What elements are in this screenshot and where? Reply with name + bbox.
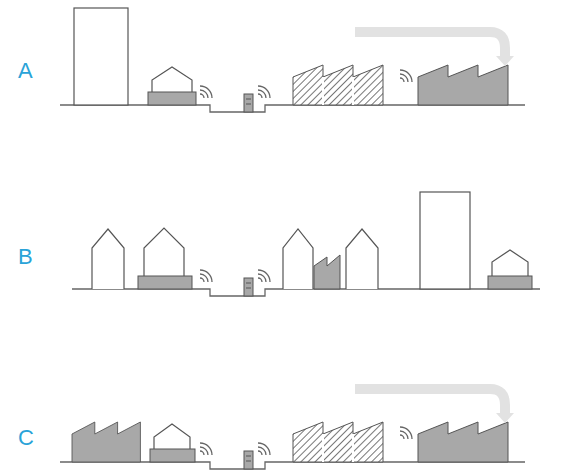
house	[154, 424, 190, 449]
tall-building	[74, 8, 128, 105]
house	[346, 229, 378, 289]
row-b-scene	[72, 192, 540, 296]
shop-base	[488, 276, 532, 289]
wireless-signal	[258, 270, 270, 282]
emission-arrow	[355, 389, 514, 423]
shop-base	[138, 276, 192, 289]
row-a-scene	[60, 8, 525, 112]
emission-arrow	[355, 32, 514, 66]
wireless-signal	[258, 443, 270, 455]
row-label: A	[18, 60, 33, 82]
wireless-signal	[400, 427, 412, 439]
house	[283, 229, 313, 289]
house	[92, 229, 124, 289]
factory	[72, 422, 140, 462]
shop-base	[148, 92, 196, 105]
house	[492, 250, 528, 276]
factory	[418, 422, 508, 462]
house	[144, 228, 184, 276]
wireless-signal	[200, 443, 212, 455]
antenna-tower	[244, 94, 253, 112]
hatched-factory	[293, 65, 383, 105]
wireless-signal	[200, 86, 212, 98]
shop-base	[150, 449, 195, 462]
ground-line	[72, 289, 540, 296]
row-label: B	[18, 246, 33, 268]
factory	[418, 65, 508, 105]
hatched-factory	[293, 422, 383, 462]
workshop	[314, 255, 340, 289]
wireless-signal	[258, 86, 270, 98]
antenna-tower	[244, 278, 253, 296]
antenna-tower	[244, 451, 253, 469]
row-label: C	[18, 427, 34, 449]
house	[152, 67, 192, 92]
ground-line	[60, 105, 525, 112]
wireless-signal	[200, 270, 212, 282]
ground-line	[60, 462, 525, 469]
wireless-signal	[400, 70, 412, 82]
tall-building	[420, 192, 470, 289]
row-c-scene	[60, 389, 525, 469]
